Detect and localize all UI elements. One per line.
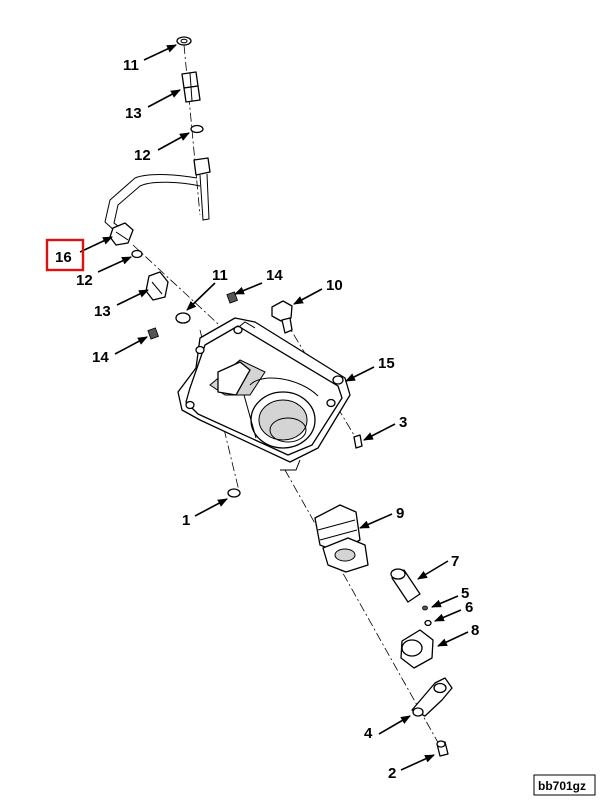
callout-2: 2 xyxy=(388,765,396,782)
oring-12-lower xyxy=(131,249,143,259)
coupling-9 xyxy=(314,504,369,573)
callout-14-upper: 14 xyxy=(266,267,283,284)
callout-15: 15 xyxy=(378,355,395,372)
callout-16: 16 xyxy=(55,249,72,266)
callout-13-lower: 13 xyxy=(94,303,111,320)
washer-11-top-hole xyxy=(180,38,188,44)
ring-6 xyxy=(424,619,432,627)
callout-11-top: 11 xyxy=(123,57,139,74)
setscrew-14-left xyxy=(147,327,159,340)
screw-2 xyxy=(436,740,449,757)
lower-line-centerline xyxy=(132,244,231,336)
dowel-centerline xyxy=(199,329,241,496)
roller-7 xyxy=(390,568,421,603)
bolt-10 xyxy=(271,300,293,334)
callout-labels: 11 13 12 16 12 13 11 14 10 14 15 3 1 9 7… xyxy=(55,57,479,782)
callout-4: 4 xyxy=(364,725,373,742)
callout-9: 9 xyxy=(396,505,404,522)
nut-16 xyxy=(109,222,134,246)
fitting-13-top xyxy=(181,71,201,103)
bracket-4 xyxy=(411,677,453,717)
callout-12-top: 12 xyxy=(134,147,151,164)
fitting-13-lower xyxy=(145,271,169,301)
setscrew-14-upper xyxy=(226,291,238,304)
callout-12-lower: 12 xyxy=(76,272,93,289)
callout-7: 7 xyxy=(451,553,459,570)
fuel-line-tube xyxy=(104,157,211,233)
reference-code: bb701gz xyxy=(538,779,586,793)
pin-3 xyxy=(353,434,363,449)
wheel-8 xyxy=(400,629,434,669)
oring-12-top xyxy=(190,124,204,134)
callout-10: 10 xyxy=(326,277,343,294)
callout-13-top: 13 xyxy=(125,105,142,122)
callout-8: 8 xyxy=(471,622,479,639)
callout-14-left: 14 xyxy=(92,349,109,366)
washer-11-top xyxy=(176,36,192,46)
washer-11-lower xyxy=(175,312,191,324)
ring-5 xyxy=(422,605,428,611)
reference-code-box xyxy=(533,774,596,796)
callout-11-lower: 11 xyxy=(212,267,228,284)
callout-1: 1 xyxy=(182,512,190,529)
highlight-box-16 xyxy=(45,238,85,272)
leader-arrows xyxy=(79,44,469,771)
callout-5: 5 xyxy=(461,585,469,602)
callout-6: 6 xyxy=(465,599,473,616)
housing-15 xyxy=(177,317,351,471)
callout-3: 3 xyxy=(399,414,407,431)
washer-1 xyxy=(227,488,241,498)
